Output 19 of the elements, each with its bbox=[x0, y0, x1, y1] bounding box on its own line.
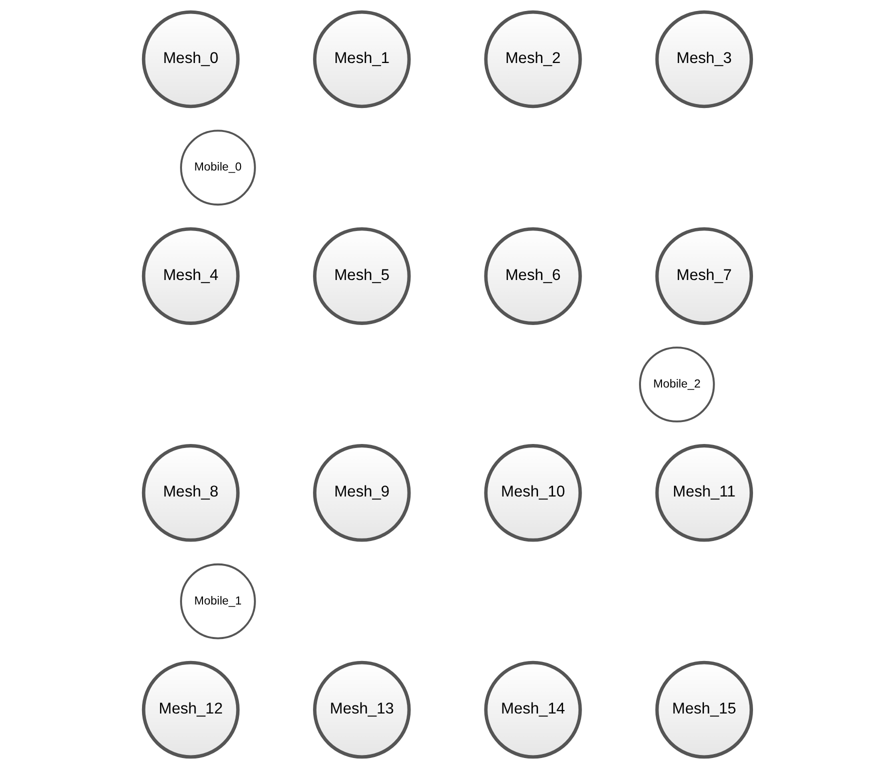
node-circle: Mesh_15 bbox=[655, 660, 754, 759]
node-circle: Mesh_13 bbox=[313, 660, 411, 759]
node-circle: Mesh_9 bbox=[313, 444, 411, 542]
node-circle: Mesh_5 bbox=[313, 227, 411, 325]
node-circle: Mobile_1 bbox=[180, 563, 256, 640]
node-circle: Mesh_10 bbox=[484, 444, 582, 542]
node-circle: Mesh_8 bbox=[142, 444, 240, 542]
node-circle: Mesh_11 bbox=[655, 444, 754, 542]
node-circle: Mesh_12 bbox=[142, 660, 240, 759]
node-circle: Mobile_0 bbox=[180, 130, 256, 206]
node-circle: Mesh_0 bbox=[142, 10, 240, 108]
node-circle: Mesh_2 bbox=[484, 10, 582, 108]
node-circle: Mesh_3 bbox=[655, 10, 754, 108]
node-circle: Mobile_2 bbox=[639, 346, 715, 422]
node-circle: Mesh_14 bbox=[484, 660, 582, 759]
node-circle: Mesh_4 bbox=[142, 227, 240, 325]
node-circle: Mesh_7 bbox=[655, 227, 754, 325]
node-circle: Mesh_6 bbox=[484, 227, 582, 325]
node-circle: Mesh_1 bbox=[313, 10, 411, 108]
